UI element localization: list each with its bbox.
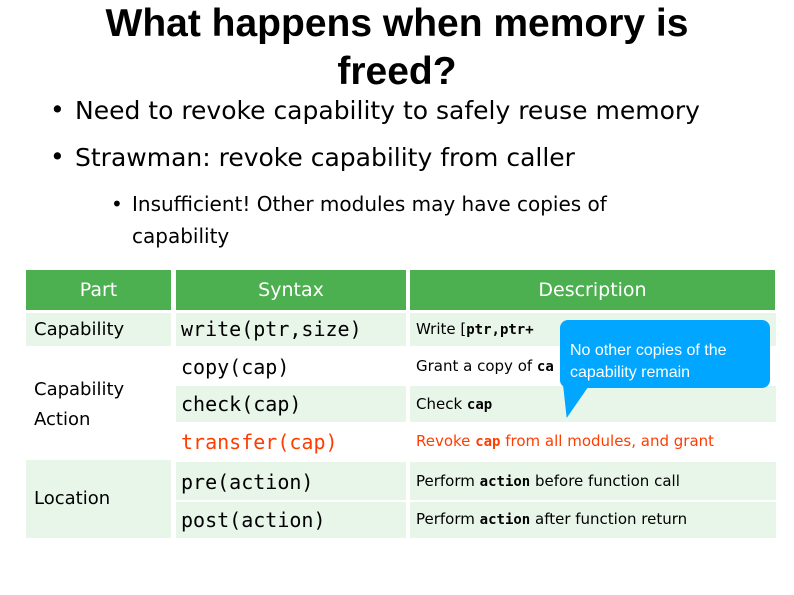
desc-text: before function call bbox=[530, 472, 680, 490]
desc-code: cap bbox=[466, 397, 493, 413]
desc-transfer: Revoke cap from all modules, and grant bbox=[416, 432, 714, 450]
desc-text: Write [ bbox=[416, 320, 467, 338]
desc-code: ptr,ptr+ bbox=[466, 322, 534, 338]
title-line-1: What happens when memory is bbox=[105, 2, 689, 45]
desc-check: Check cap bbox=[416, 395, 492, 413]
part-bg-location bbox=[26, 460, 171, 538]
title-line-2: freed? bbox=[337, 50, 457, 93]
bullet-2-text: Strawman: revoke capability from caller bbox=[75, 143, 575, 172]
desc-text: Revoke bbox=[416, 432, 476, 450]
desc-pre: Perform action before function call bbox=[416, 472, 680, 490]
bullet-dot: • bbox=[111, 192, 123, 216]
desc-code: cap bbox=[475, 434, 501, 450]
column-divider bbox=[171, 313, 176, 538]
header-description: Description bbox=[410, 270, 775, 310]
header-syntax: Syntax bbox=[176, 270, 406, 310]
sub-bullet: • Insufficient! Other modules may have c… bbox=[111, 188, 702, 252]
desc-text: after function return bbox=[530, 510, 688, 528]
desc-text: Perform bbox=[416, 472, 480, 490]
row-bg bbox=[176, 462, 776, 500]
desc-code: action bbox=[479, 474, 531, 490]
desc-text: Grant a copy of bbox=[416, 357, 537, 375]
desc-post: Perform action after function return bbox=[416, 510, 687, 528]
part-bg-capability bbox=[26, 313, 171, 346]
desc-text: Perform bbox=[416, 510, 480, 528]
desc-text: Check bbox=[416, 395, 467, 413]
header-part: Part bbox=[26, 270, 171, 310]
bullet-1-text: Need to revoke capability to safely reus… bbox=[75, 96, 700, 125]
desc-code: action bbox=[479, 512, 531, 528]
syntax-transfer: transfer(cap) bbox=[181, 430, 338, 454]
syntax-write: write(ptr,size) bbox=[181, 317, 362, 341]
sub-bullet-text: Insufficient! Other modules may have cop… bbox=[132, 192, 607, 248]
row-bg bbox=[176, 502, 776, 538]
callout-bubble: No other copies of the capability remain bbox=[560, 320, 770, 388]
desc-text: from all modules, and grant bbox=[500, 432, 715, 450]
slide-title: What happens when memory is freed? bbox=[0, 0, 794, 96]
bullet-dot: • bbox=[50, 95, 65, 124]
desc-write: Write [ptr,ptr+ bbox=[416, 320, 534, 338]
syntax-post: post(action) bbox=[181, 508, 326, 532]
bullet-1: • Need to revoke capability to safely re… bbox=[50, 95, 700, 125]
bullet-dot: • bbox=[50, 142, 65, 171]
syntax-check: check(cap) bbox=[181, 392, 302, 416]
column-divider bbox=[406, 313, 410, 538]
syntax-copy: copy(cap) bbox=[181, 355, 290, 379]
desc-code: ca bbox=[536, 359, 554, 375]
row-bg bbox=[176, 424, 776, 458]
syntax-pre: pre(action) bbox=[181, 470, 314, 494]
part-capability-action: Capability Action bbox=[34, 379, 125, 430]
bullet-2: • Strawman: revoke capability from calle… bbox=[50, 142, 575, 172]
row-bg bbox=[176, 386, 776, 422]
part-location: Location bbox=[34, 488, 111, 509]
part-capability: Capability bbox=[34, 319, 125, 340]
desc-copy: Grant a copy of ca bbox=[416, 357, 554, 375]
part-bg-action bbox=[26, 348, 171, 458]
